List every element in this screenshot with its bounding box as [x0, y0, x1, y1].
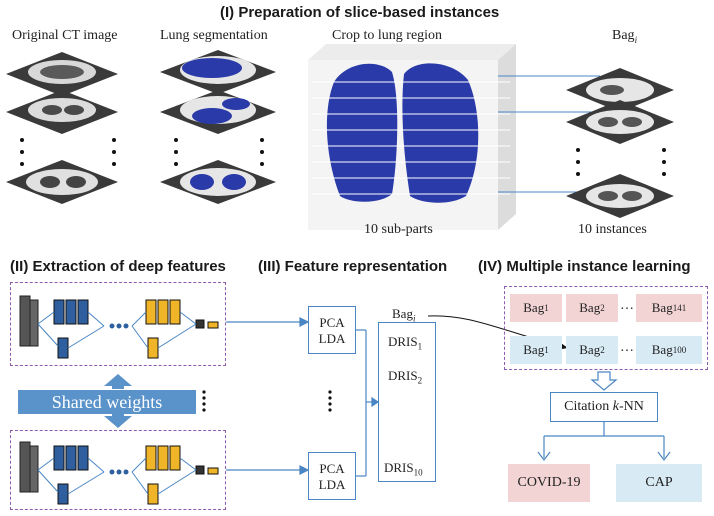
- cnn-to-pca-arrows: [226, 317, 310, 475]
- seg-dots: [174, 138, 264, 166]
- dris-1-label: DRIS1: [388, 334, 423, 352]
- stage1-title: (I) Preparation of slice-based instances: [220, 4, 500, 21]
- pca-top-label: PCA: [319, 315, 345, 330]
- ct-slices: [6, 52, 118, 204]
- knn-branch-arrows: [537, 422, 671, 461]
- pca-bottom-label: PCA: [319, 461, 345, 476]
- pca-lda-top: PCA LDA: [308, 306, 356, 354]
- pca-lda-bottom: PCA LDA: [308, 452, 356, 500]
- ct-dots: [20, 138, 116, 166]
- cnn-top-box: [10, 282, 226, 366]
- dris-bag-i-label: Bagi: [392, 306, 416, 324]
- ct-label: Original CT image: [12, 28, 118, 43]
- shared-weights-arrows: [104, 374, 132, 428]
- mil-bags-box: [504, 286, 708, 370]
- bag-dots: [576, 148, 666, 176]
- seg-slices: [160, 50, 276, 204]
- shared-weights-banner: Shared weights: [18, 390, 196, 414]
- dris-10-label: DRIS10: [384, 460, 423, 478]
- row1-ellipsis: …: [620, 298, 634, 313]
- lung-volume: [308, 44, 516, 230]
- row2-ellipsis: …: [620, 340, 634, 355]
- stage4-title: (IV) Multiple instance learning: [478, 258, 691, 275]
- subparts-label: 10 sub-parts: [364, 222, 433, 237]
- citation-knn-box: Citation k-NN: [550, 392, 658, 422]
- pca-to-dris-arrows: [356, 329, 380, 477]
- bag-slices: [566, 68, 674, 218]
- cnn-top: [19, 295, 219, 359]
- cap-output: CAP: [616, 464, 702, 502]
- seg-label: Lung segmentation: [160, 28, 268, 43]
- cnn-bottom-box: [10, 430, 226, 510]
- dris-box: [378, 322, 436, 482]
- dris-2-label: DRIS2: [388, 368, 423, 386]
- cnn-bottom: [19, 441, 219, 505]
- covid-output: COVID-19: [508, 464, 590, 502]
- stage2-title: (II) Extraction of deep features: [10, 258, 226, 275]
- cnn-dots: [202, 390, 206, 412]
- lda-top-label: LDA: [318, 331, 346, 346]
- crop-label: Crop to lung region: [332, 28, 443, 43]
- pca-dots: [328, 390, 332, 412]
- instances-label: 10 instances: [578, 222, 647, 237]
- mil-down-arrow: [590, 371, 618, 391]
- stage3-title: (III) Feature representation: [258, 258, 448, 275]
- bag-i-label: Bagi: [612, 28, 638, 45]
- lda-bottom-label: LDA: [318, 477, 346, 492]
